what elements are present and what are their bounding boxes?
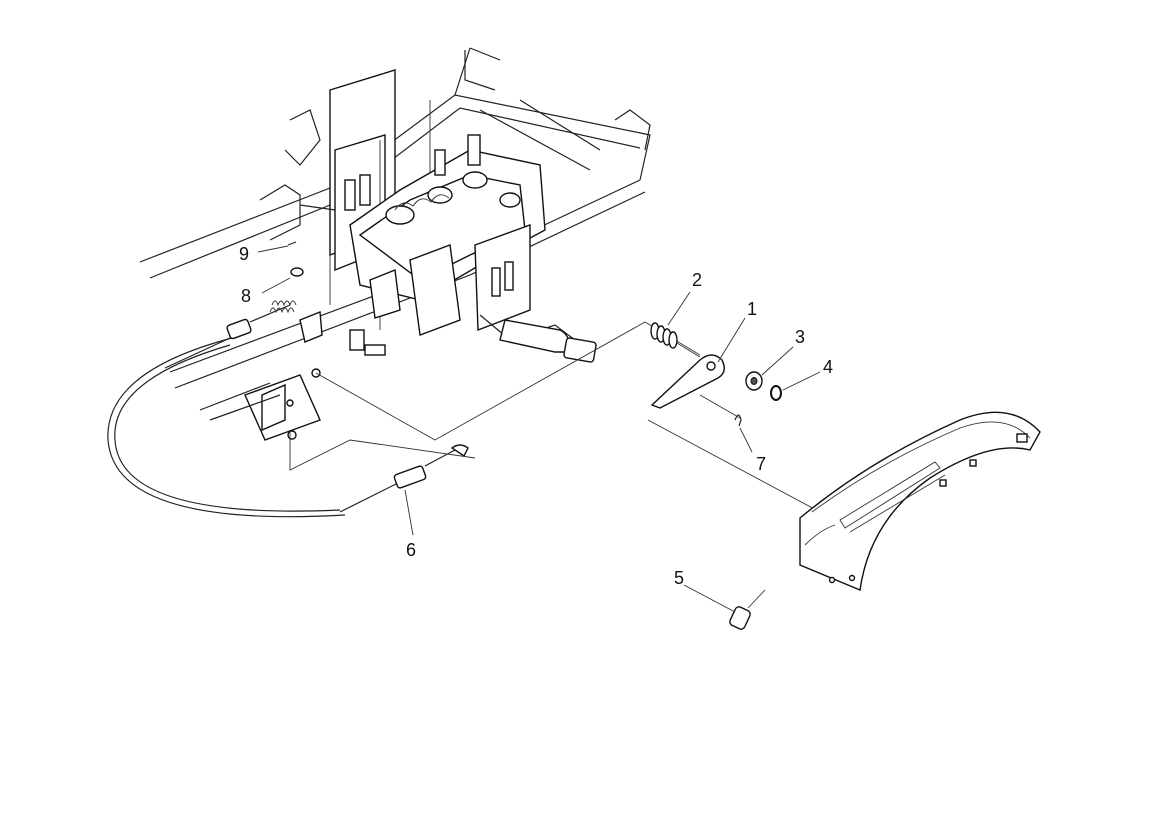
callout-5: 5 xyxy=(674,568,684,588)
callout-2: 2 xyxy=(692,270,702,290)
fender-cover xyxy=(799,411,1041,591)
callout-7: 7 xyxy=(756,454,766,474)
callout-leaders xyxy=(257,245,821,613)
clip-ring xyxy=(770,385,782,401)
callout-3: 3 xyxy=(795,327,805,347)
callout-1: 1 xyxy=(747,299,757,319)
small-spring xyxy=(271,300,297,307)
control-cable xyxy=(107,304,469,518)
transmission-housing xyxy=(349,134,597,363)
callout-4: 4 xyxy=(823,357,833,377)
callout-8: 8 xyxy=(241,286,251,306)
knob xyxy=(729,589,766,630)
lever xyxy=(650,354,725,409)
clip-small xyxy=(287,241,297,246)
spring xyxy=(650,322,678,349)
lower-bracket xyxy=(199,310,386,441)
washer-small xyxy=(290,267,304,277)
callout-6: 6 xyxy=(406,540,416,560)
pin xyxy=(734,414,742,427)
washer xyxy=(745,371,763,391)
callout-9: 9 xyxy=(239,244,249,264)
